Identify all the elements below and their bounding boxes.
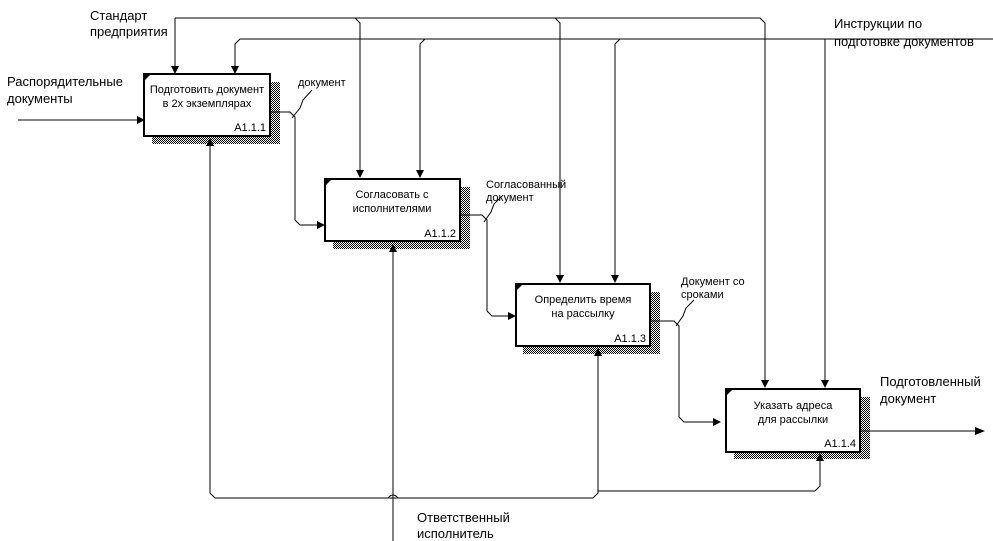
arrowhead [556,275,564,283]
label-document: документ [298,77,346,89]
control-arrow-instructions-branch-3 [614,38,621,275]
activity-box-a112[interactable]: Согласовать с исполнителями А1.1.2 [324,178,461,242]
mechanism-bus [209,146,393,499]
box-label-line2: для рассылки [758,414,828,426]
box-label-line1: Указать адреса [754,400,834,412]
mechanism-bus-right-2 [598,461,821,492]
arrowhead [137,116,145,124]
arrowhead [816,453,824,461]
label-responsible-line1: Ответственный [417,510,510,525]
box-corner-mark [325,179,332,186]
label-instructions-line2: подготовке документов [834,34,974,49]
label-squiggle-agreed [483,195,503,223]
box-label-line2: в 2х экземплярах [163,98,252,110]
control-arrow-standard-branch-3 [355,17,561,275]
flow-arrow-document-terms [650,320,713,423]
label-standard-line2: предприятия [90,24,168,39]
arrowhead [317,221,325,229]
arrowhead [231,66,239,74]
arrowhead [594,348,602,356]
box-label-line2: исполнителями [353,203,432,215]
arrowhead [761,380,769,388]
mechanism-bus-right [393,356,599,499]
arrowhead [416,170,424,178]
box-corner-mark [144,74,151,81]
label-squiggle-terms [675,299,695,327]
label-instructions-line1: Инструкции по [834,16,922,31]
box-label-line1: Согласовать с [355,189,429,201]
label-doc-terms-line2: сроками [681,289,724,301]
arrowhead [508,312,516,320]
control-arrow-instructions-branch-2 [419,38,426,170]
label-prepared-line2: документ [880,391,936,406]
box-label-line1: Подготовить документ [150,84,264,96]
control-arrow-instructions [824,38,993,380]
arrowhead [975,427,985,435]
arrowhead [206,138,214,146]
arrowhead [171,66,179,74]
activity-box-a111[interactable]: Подготовить документ в 2х экземплярах А1… [143,73,271,137]
label-agreed-line2: документ [486,192,534,204]
label-prepared-line1: Подготовленный [880,374,981,389]
label-orders-line1: Распорядительные [7,74,123,89]
flow-arrow-agreed-document [460,214,508,317]
mechanism-junction-mark [387,494,399,499]
label-squiggle-document [291,89,313,119]
label-orders-line2: документы [7,91,73,106]
arrowhead [356,170,364,178]
activity-box-a113[interactable]: Определить время на рассылку А1.1.3 [515,283,651,347]
box-label-line2: на рассылку [551,308,615,320]
arrowhead [821,380,829,388]
box-number: А1.1.1 [234,122,266,134]
label-agreed-line1: Согласованный [486,179,566,191]
box-corner-mark [516,284,523,291]
label-standard-line1: Стандарт [90,8,147,23]
label-responsible-line2: исполнитель [417,526,494,541]
control-arrow-standard-branches [175,17,361,170]
label-doc-terms-line1: Документ со [681,276,745,288]
arrowhead [611,275,619,283]
box-number: А1.1.4 [824,438,856,450]
arrowhead [389,244,397,252]
control-arrow-instructions-branches [234,38,825,66]
box-number: А1.1.3 [614,333,646,345]
activity-box-a114[interactable]: Указать адреса для рассылки А1.1.4 [725,388,861,453]
box-label-line1: Определить время [535,294,632,306]
control-arrow-standard-branch-4 [555,17,766,380]
arrowhead [713,418,721,426]
box-number: А1.1.2 [424,228,456,240]
flow-arrow-document [270,111,317,226]
box-corner-mark [726,389,733,396]
